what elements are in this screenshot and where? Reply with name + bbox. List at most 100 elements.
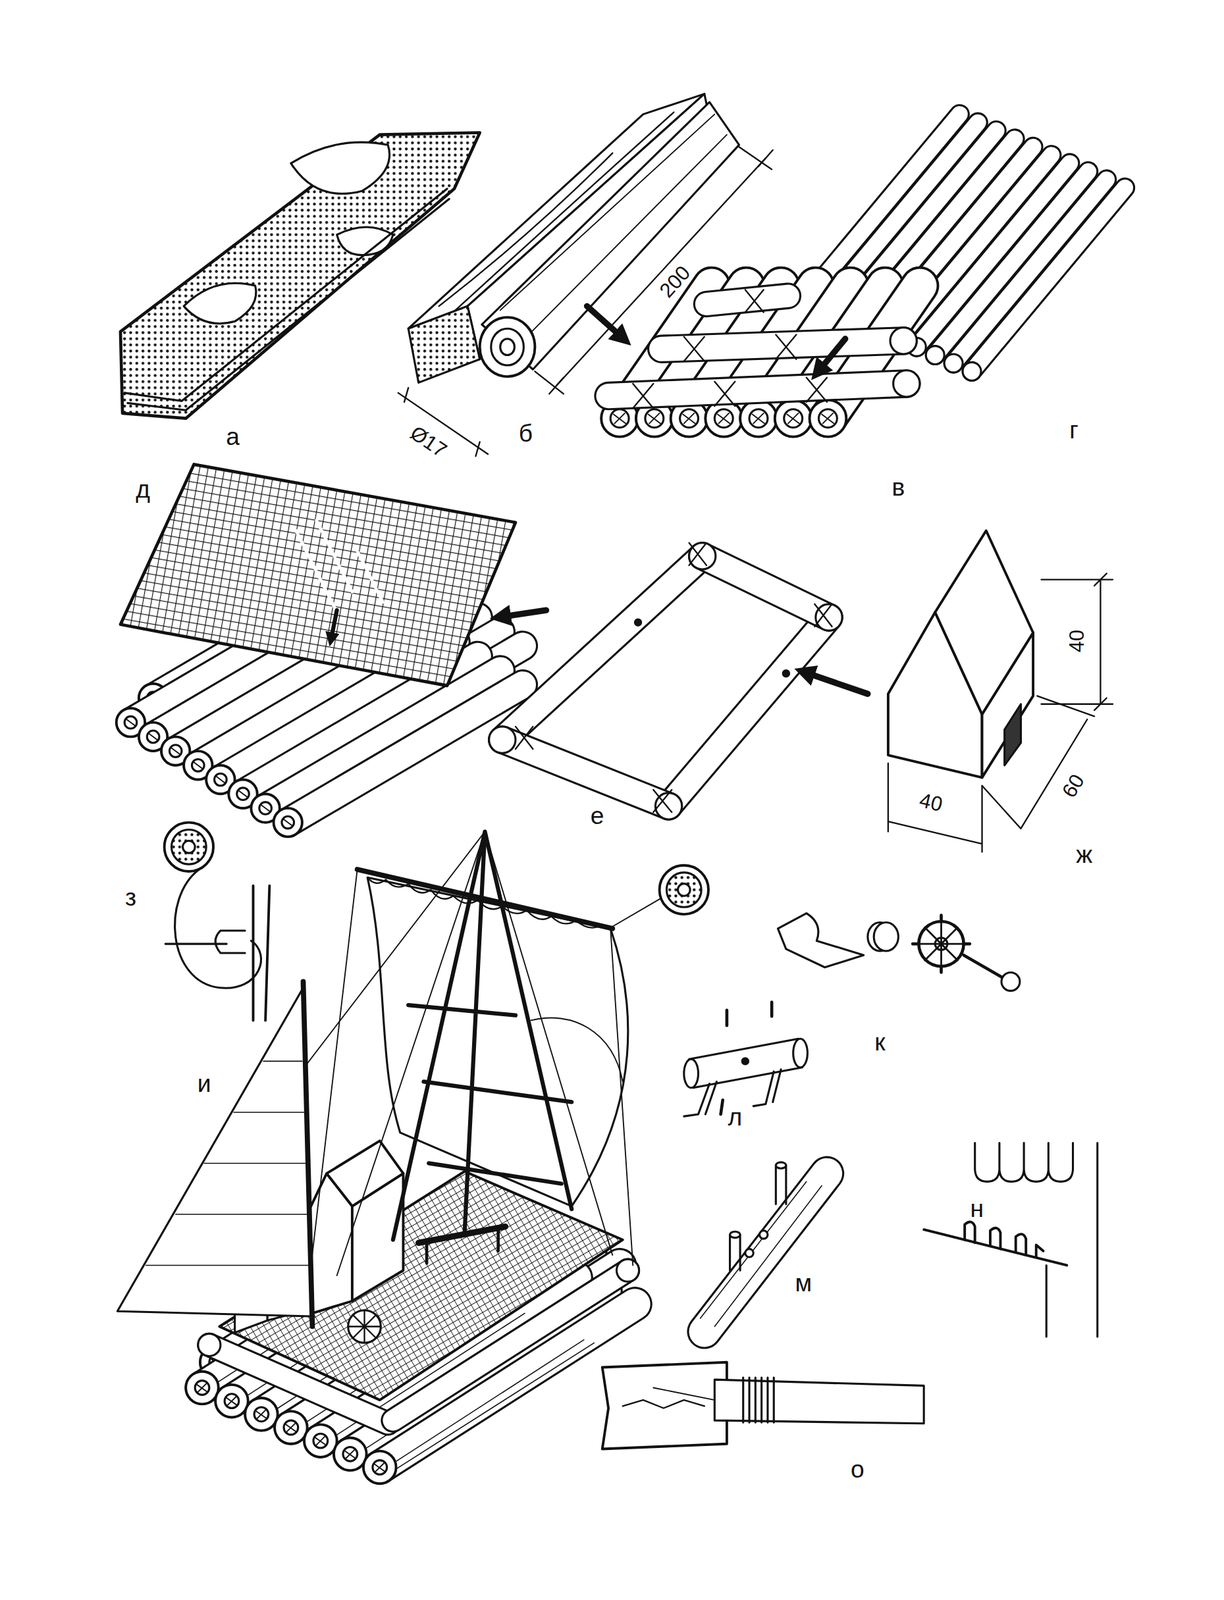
thread-spool	[666, 873, 702, 908]
bench-part	[720, 1002, 773, 1115]
raft-with-deck	[296, 520, 384, 613]
log-frame	[702, 556, 829, 618]
figure-letter: л	[727, 1105, 743, 1130]
spool-and-knot	[253, 886, 270, 1022]
log-with-pegs	[775, 1162, 787, 1169]
raft-model	[393, 1270, 629, 1421]
raft-model	[348, 1310, 382, 1344]
raft-model	[326, 1141, 403, 1207]
log-frame	[668, 617, 829, 807]
raft-with-deck	[330, 610, 337, 642]
wire-hooks	[923, 1229, 1067, 1266]
beam-and-log	[500, 339, 515, 356]
raft-model	[426, 1229, 499, 1265]
raft-model	[117, 832, 662, 1485]
direction-arrow	[498, 610, 547, 618]
direction-arrow	[587, 306, 625, 340]
raft-with-deck	[116, 464, 523, 837]
raft-model	[408, 1005, 572, 1184]
blade-knife	[622, 1400, 705, 1409]
log-frame	[668, 617, 829, 807]
raft-model	[117, 988, 312, 1317]
dimension-value: Ø17	[406, 422, 451, 461]
log-raft	[706, 296, 789, 305]
figure-letter: г	[1069, 418, 1079, 444]
raft-model	[418, 1227, 506, 1244]
dimension-lines	[739, 146, 773, 170]
dimension-lines	[534, 371, 563, 394]
wire-hooks	[1096, 1143, 1099, 1338]
log-frame	[634, 619, 641, 626]
log-frame	[489, 543, 843, 820]
raft-model	[367, 877, 629, 1207]
raft-with-deck	[250, 670, 500, 824]
thin-rods	[944, 179, 1107, 373]
raft-model	[302, 981, 313, 1327]
figure-letter: и	[197, 1071, 212, 1097]
log-raft	[890, 327, 917, 355]
spool-and-knot	[164, 823, 270, 1022]
thread-spool	[659, 865, 709, 915]
steering-wheel-parts	[873, 923, 899, 952]
bark-slab	[120, 133, 480, 419]
deck-house	[888, 763, 983, 853]
raft-model	[393, 832, 572, 1241]
wire-hooks	[975, 1143, 1074, 1182]
blade-knife	[602, 1362, 924, 1450]
log-raft	[601, 285, 920, 437]
dimension-lines	[476, 441, 480, 457]
deck-house	[1004, 704, 1022, 766]
steering-wheel-parts	[777, 913, 864, 968]
thread-spool	[659, 865, 709, 915]
raft-model	[198, 1333, 221, 1357]
raft-model	[146, 1061, 309, 1266]
deck-house	[982, 695, 1095, 829]
steering-wheel-parts	[918, 921, 964, 967]
thin-rods	[962, 187, 1126, 381]
steering-wheel-parts	[1001, 973, 1020, 992]
dimension-value: 40	[1066, 629, 1088, 652]
figure-letter: к	[874, 1031, 885, 1056]
bark-slab	[120, 133, 480, 419]
raft-model	[616, 1259, 639, 1282]
spool-and-knot	[164, 823, 214, 872]
direction-arrow	[802, 671, 868, 694]
log-frame	[502, 740, 669, 807]
beam-and-log	[491, 328, 525, 366]
spool-and-knot	[165, 931, 245, 954]
log-frame	[502, 556, 703, 741]
direction-arrow	[816, 339, 845, 374]
figure-letter: м	[794, 1272, 812, 1297]
raft-model	[209, 1345, 388, 1424]
dimension-value: 200	[655, 262, 694, 301]
bark-slab	[183, 283, 257, 324]
figure-letter: е	[590, 804, 605, 829]
figure-letter: ж	[1075, 843, 1093, 868]
log-with-pegs	[700, 1162, 827, 1332]
dimension-lines	[404, 387, 409, 403]
steering-wheel-parts	[777, 913, 1020, 992]
log-raft	[809, 285, 920, 437]
bench-part	[684, 1059, 699, 1088]
log-with-pegs	[704, 1173, 827, 1332]
log-frame	[502, 556, 703, 741]
blade-knife	[653, 1388, 715, 1402]
raft-model	[612, 898, 662, 927]
blade-knife	[714, 1380, 924, 1425]
log-frame	[502, 740, 669, 807]
thread-spool	[678, 884, 691, 897]
log-frame	[782, 670, 789, 677]
raft-model	[393, 1270, 629, 1421]
log-with-pegs	[775, 1166, 787, 1205]
log-raft	[893, 370, 920, 398]
wire-hooks	[923, 1143, 1098, 1338]
spool-and-knot	[183, 841, 196, 854]
bench-part	[689, 1038, 803, 1088]
beam-and-log	[408, 306, 480, 383]
steering-wheel-parts	[963, 955, 1003, 978]
raft-model	[357, 869, 613, 930]
steering-wheel-parts	[912, 915, 970, 974]
deck-house	[1094, 573, 1107, 711]
log-with-pegs	[700, 1181, 823, 1327]
